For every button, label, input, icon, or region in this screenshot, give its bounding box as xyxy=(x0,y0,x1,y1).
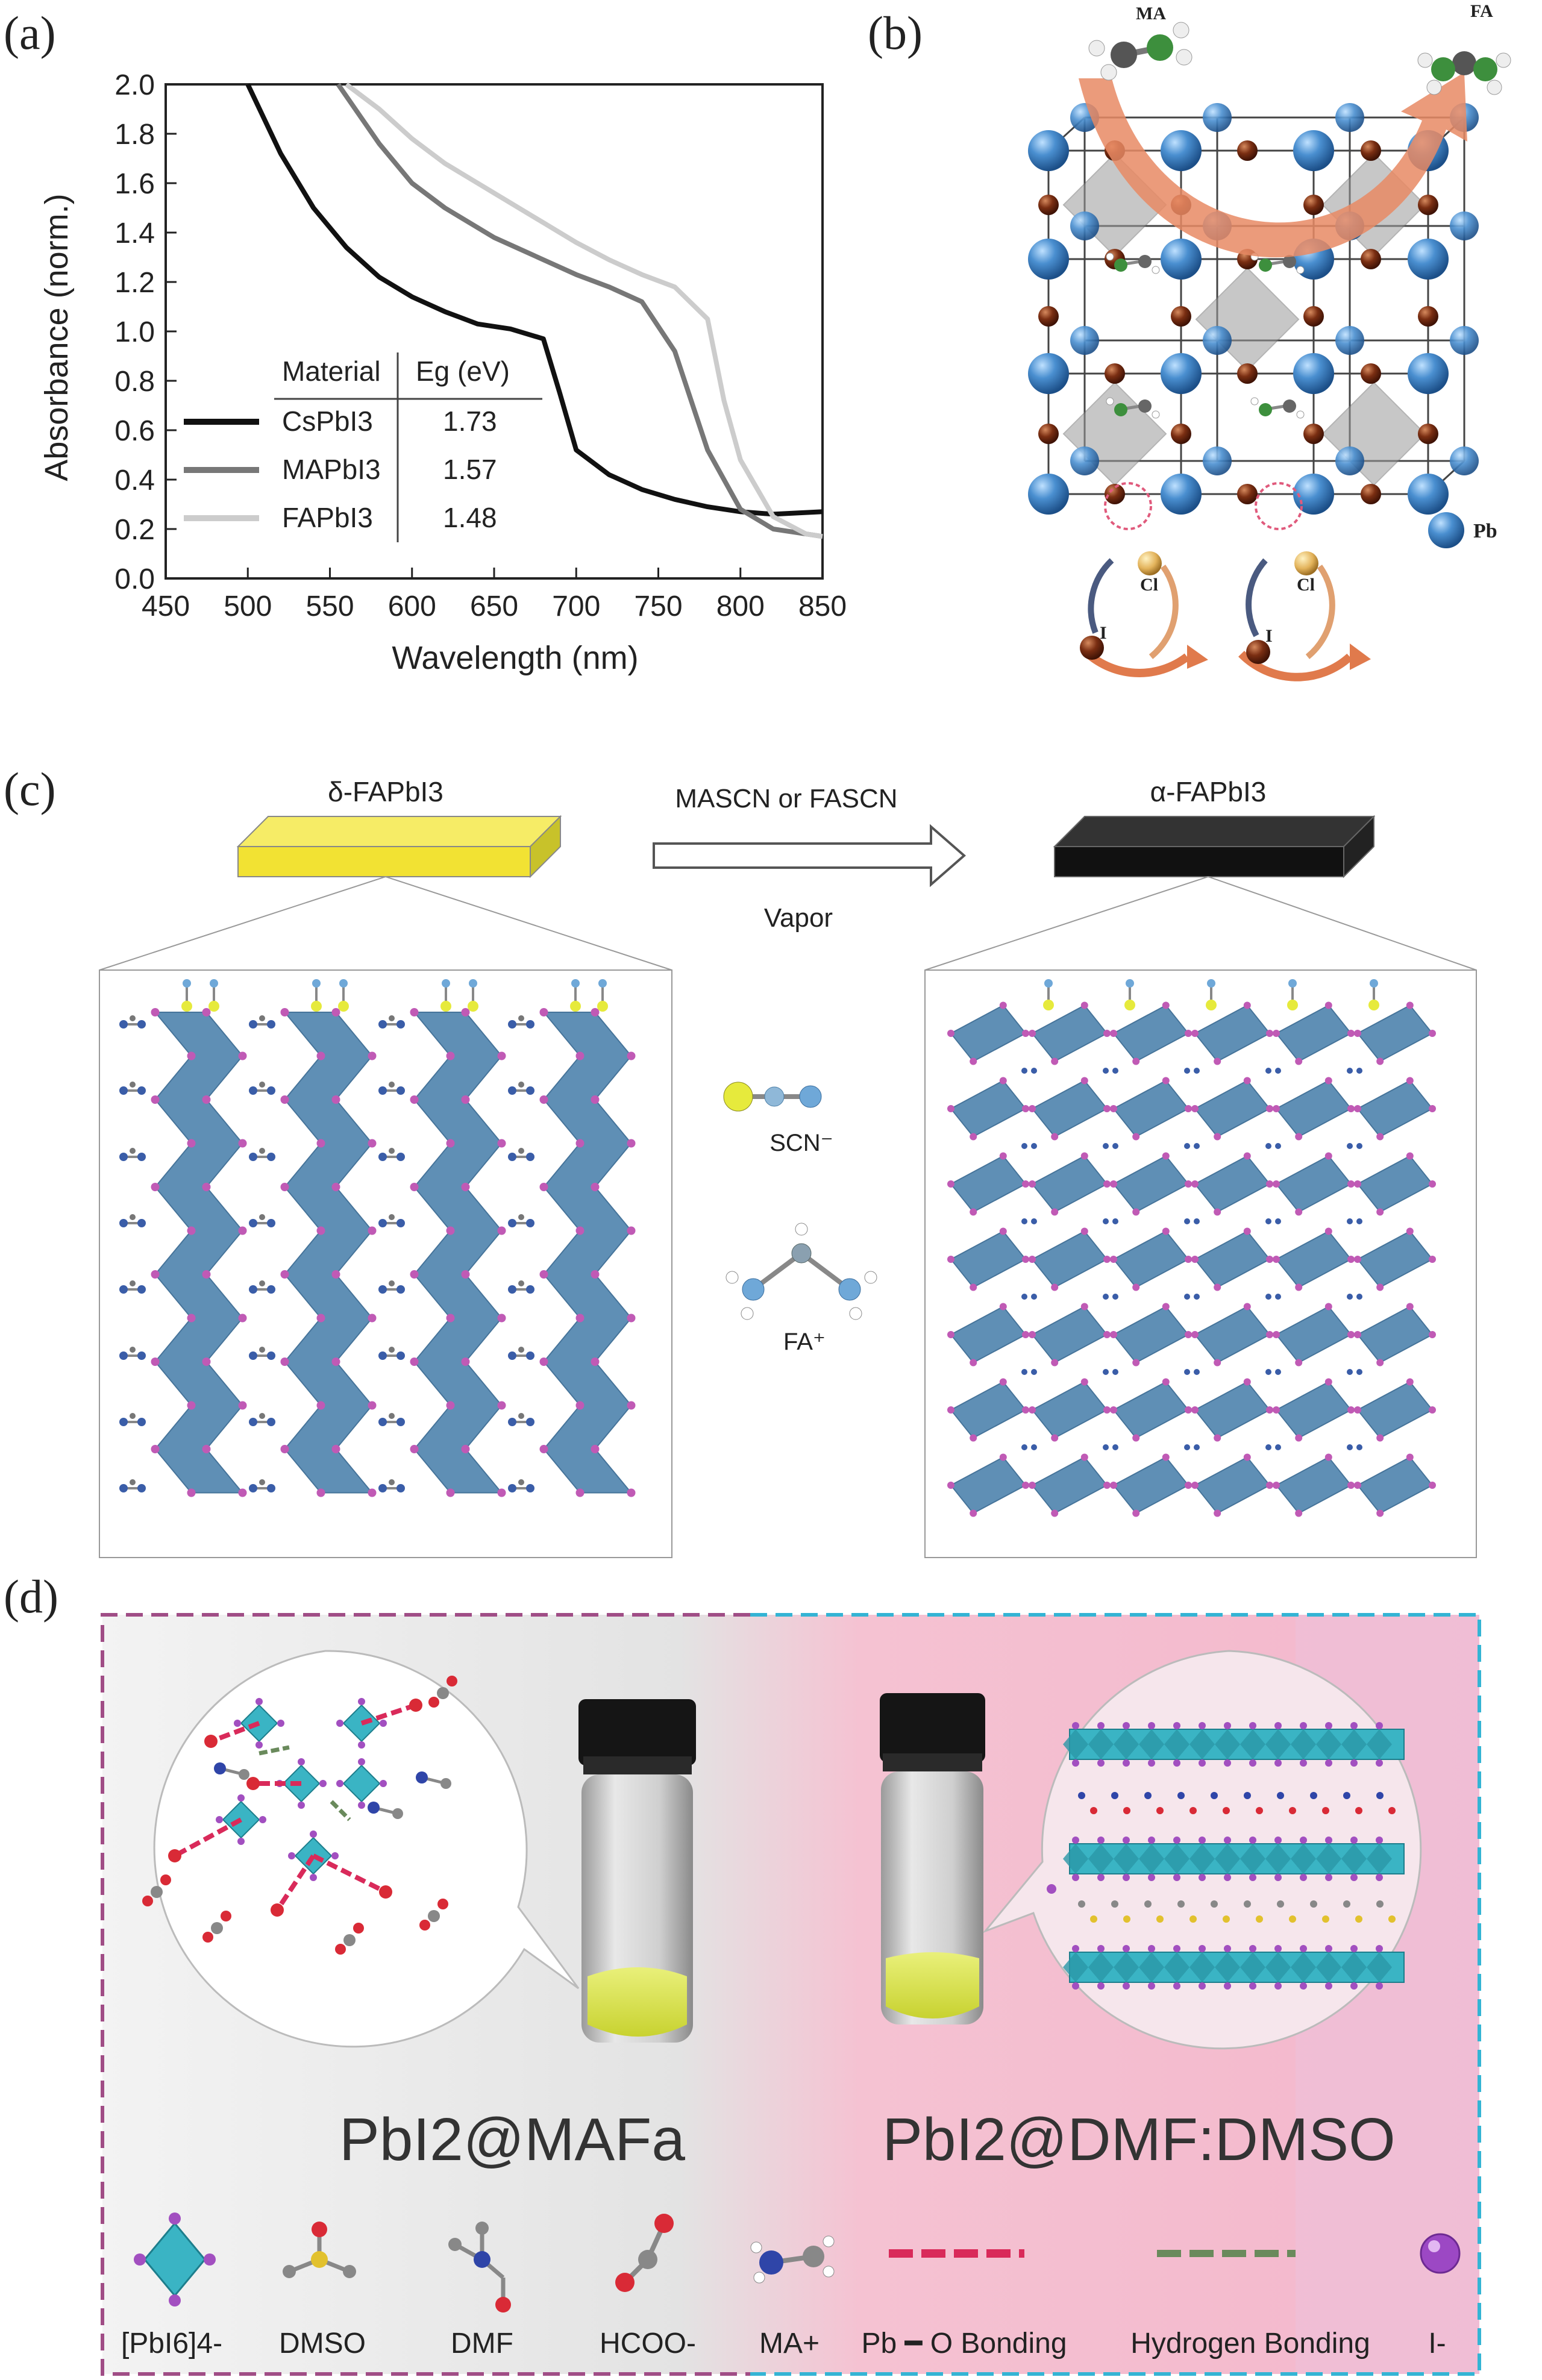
legend-label-hydrogen: Hydrogen Bonding xyxy=(1130,2328,1370,2360)
x-tick-label: 700 xyxy=(552,590,600,622)
legend-label-pbi6: [PbI6]4- xyxy=(121,2328,222,2360)
legend-label-ma: MA+ xyxy=(759,2328,820,2360)
panel-label-a: (a) xyxy=(4,7,56,59)
y-tick-label: 0.2 xyxy=(114,514,155,546)
vial-mafa xyxy=(578,1699,696,2043)
scn-label: SCN⁻ xyxy=(769,1130,833,1156)
y-tick-label: 1.6 xyxy=(114,168,155,200)
x-axis-label: Wavelength (nm) xyxy=(392,640,638,676)
legend-header-eg: Eg (eV) xyxy=(416,355,510,387)
cl-label-1: Cl xyxy=(1140,575,1158,595)
x-tick-label: 500 xyxy=(224,590,272,622)
panel-label-d: (d) xyxy=(4,1570,58,1623)
y-axis-label: Absorbance (norm.) xyxy=(39,193,75,481)
y-tick-label: 2.0 xyxy=(114,69,155,101)
left-solution-label: PbI2@MAFa xyxy=(339,2106,685,2173)
arrow-top-label: MASCN or FASCN xyxy=(675,784,897,813)
x-tick-label: 850 xyxy=(798,590,847,622)
precursor-solution-diagram: PbI2@MAFa PbI2@DMF:DMSO xyxy=(101,1613,1481,2376)
absorbance-chart: 450 500 550 600 650 700 750 800 850 0.0 0.2 0.4 0.6 0… xyxy=(39,69,847,676)
legend-eg-mapbi3: 1.57 xyxy=(443,454,497,485)
series-line-mapbi3 xyxy=(336,83,823,539)
x-tick-label: 800 xyxy=(716,590,765,622)
halide-exchange-cycle-1 xyxy=(1080,482,1208,677)
x-tick-label: 750 xyxy=(634,590,682,622)
legend-label-hcoo: HCOO- xyxy=(600,2328,696,2360)
fa-cation-icon xyxy=(726,1223,877,1320)
perovskite-lattice-diagram: MA FA Pb Cl I Cl I xyxy=(1028,1,1511,681)
legend-label-dmf: DMF xyxy=(451,2328,513,2360)
mafa-molecular-network xyxy=(142,1676,457,1955)
y-tick-label: 1.0 xyxy=(114,316,155,348)
legend-label-pb-o: Pb ━ O Bonding xyxy=(861,2328,1067,2360)
right-solution-label: PbI2@DMF:DMSO xyxy=(882,2106,1396,2173)
dmf-icon xyxy=(448,2222,511,2313)
pbi6-icon xyxy=(134,2212,216,2306)
halide-exchange-cycle-2 xyxy=(1238,482,1371,681)
x-tick-label: 600 xyxy=(388,590,436,622)
y-tick-label: 0.4 xyxy=(114,465,155,496)
iodide-icon xyxy=(1420,2233,1461,2274)
right-dashed-border xyxy=(750,1613,1481,2376)
series-line-cspbi3 xyxy=(245,83,823,517)
panel-label-c: (c) xyxy=(4,763,56,815)
i-label-1: I xyxy=(1100,623,1107,643)
legend-name-cspbi3: CsPbI3 xyxy=(282,406,373,437)
fa-molecule xyxy=(1417,51,1511,95)
x-tick-label: 550 xyxy=(306,590,354,622)
alpha-film xyxy=(1053,815,1376,878)
vial-dmf-dmso xyxy=(880,1693,985,2025)
x-tick-label: 450 xyxy=(142,590,190,622)
conversion-arrow xyxy=(653,824,967,888)
y-tick-label: 1.8 xyxy=(114,119,155,151)
pb-legend-label: Pb xyxy=(1473,520,1497,542)
fa-label: FA xyxy=(1470,1,1493,21)
phase-transition-diagram: δ-FAPbI3 α-FAPbI3 MASCN or FASCN Vapor S… xyxy=(99,776,1477,1558)
dmf-dmso-layered-structure xyxy=(1047,1722,1405,1990)
legend-name-fapbi3: FAPbI3 xyxy=(282,502,373,533)
pb-legend-icon xyxy=(1428,512,1464,548)
x-tick-label: 650 xyxy=(470,590,518,622)
cl-label-2: Cl xyxy=(1297,575,1315,595)
ma-to-fa-arrow xyxy=(1079,72,1467,258)
scn-molecule-icon xyxy=(723,1082,822,1112)
dmso-icon xyxy=(283,2222,356,2278)
left-dashed-border xyxy=(101,1613,750,2376)
chart-legend: Material Eg (eV) CsPbI3 MAPbI3 FAPbI3 1.… xyxy=(184,352,542,542)
legend-eg-cspbi3: 1.73 xyxy=(443,406,497,437)
hcoo-icon xyxy=(615,2214,674,2292)
ma-icon xyxy=(750,2235,835,2284)
i-label-2: I xyxy=(1265,626,1273,646)
alpha-label: α-FAPbI3 xyxy=(1150,776,1267,807)
legend-label-iodide: I- xyxy=(1428,2328,1446,2360)
ma-label: MA xyxy=(1136,4,1166,23)
delta-octahedra-chains xyxy=(119,979,636,1497)
legend-name-mapbi3: MAPbI3 xyxy=(282,454,381,485)
arrow-bottom-label: Vapor xyxy=(764,903,833,933)
ma-molecule xyxy=(1088,22,1193,81)
legend-label-dmso: DMSO xyxy=(279,2328,366,2360)
y-tick-label: 0.8 xyxy=(114,366,155,398)
y-tick-label: 1.4 xyxy=(114,218,155,249)
left-zoom-bubble xyxy=(153,1650,580,2048)
delta-film xyxy=(236,815,562,878)
y-tick-label: 0.0 xyxy=(114,563,155,595)
delta-label: δ-FAPbI3 xyxy=(328,776,443,807)
legend-eg-fapbi3: 1.48 xyxy=(443,502,497,533)
y-tick-label: 0.6 xyxy=(114,415,155,447)
series-line-fapbi3 xyxy=(345,82,823,539)
y-tick-label: 1.2 xyxy=(114,267,155,299)
alpha-octahedra-grid xyxy=(947,979,1436,1517)
legend-header-material: Material xyxy=(282,355,381,387)
fa-cation-label: FA⁺ xyxy=(783,1329,826,1355)
panel-label-b: (b) xyxy=(868,7,923,59)
